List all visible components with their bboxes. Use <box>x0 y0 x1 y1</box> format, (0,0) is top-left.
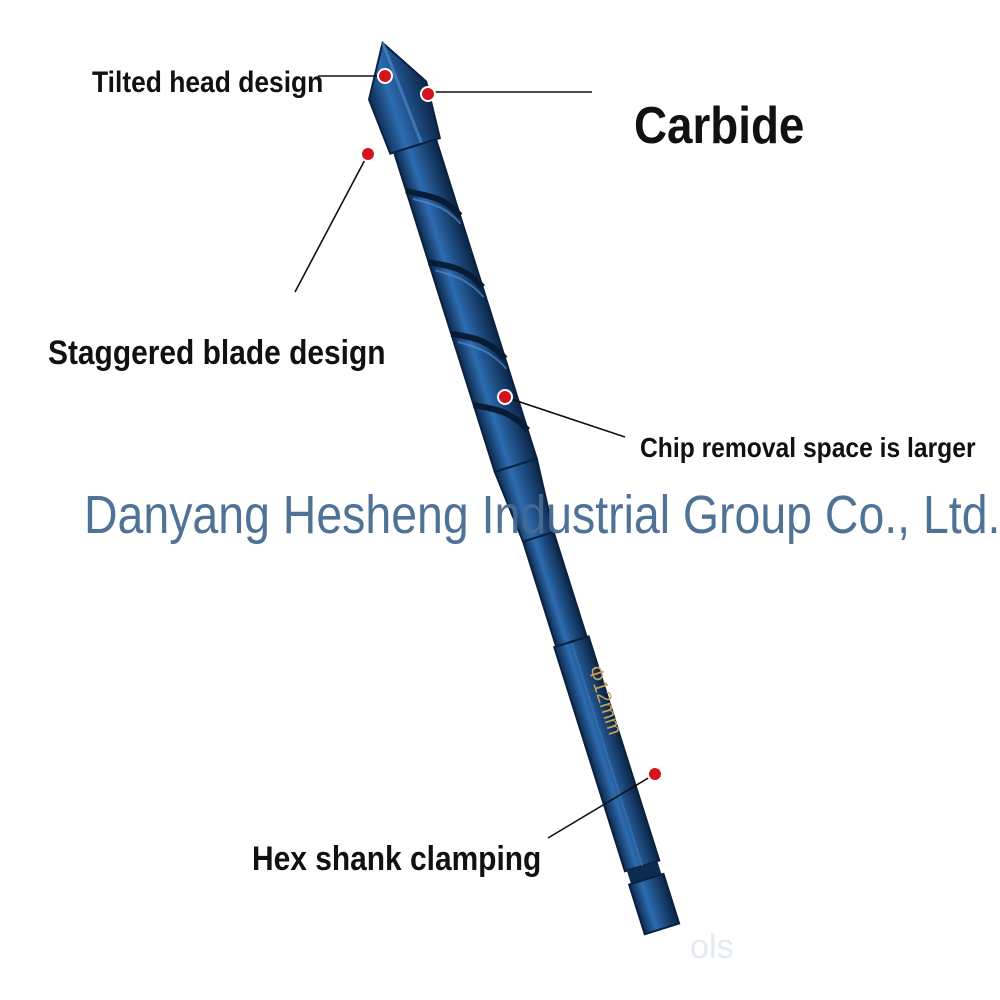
callout-dot <box>360 146 376 162</box>
callout-dots <box>360 68 663 782</box>
label-hex-shank: Hex shank clamping <box>252 840 542 878</box>
drill-bit-image: Φ12mm <box>367 40 681 936</box>
callout-dot <box>647 766 663 782</box>
label-carbide: Carbide <box>634 97 805 155</box>
leader-chip <box>504 396 626 438</box>
leader-staggered <box>294 153 369 293</box>
label-tilted-head: Tilted head design <box>92 66 324 99</box>
label-staggered-blade: Staggered blade design <box>48 334 386 372</box>
faint-watermark: ols <box>690 928 734 966</box>
callout-dot <box>420 86 436 102</box>
flute-spiral <box>405 187 531 433</box>
leader-hex <box>547 773 656 839</box>
company-watermark: Danyang Hesheng Industrial Group Co., Lt… <box>84 485 1000 545</box>
callout-lines <box>294 75 656 839</box>
callout-dot <box>377 68 393 84</box>
label-chip-removal: Chip removal space is larger <box>640 432 976 463</box>
callout-dot <box>497 389 513 405</box>
